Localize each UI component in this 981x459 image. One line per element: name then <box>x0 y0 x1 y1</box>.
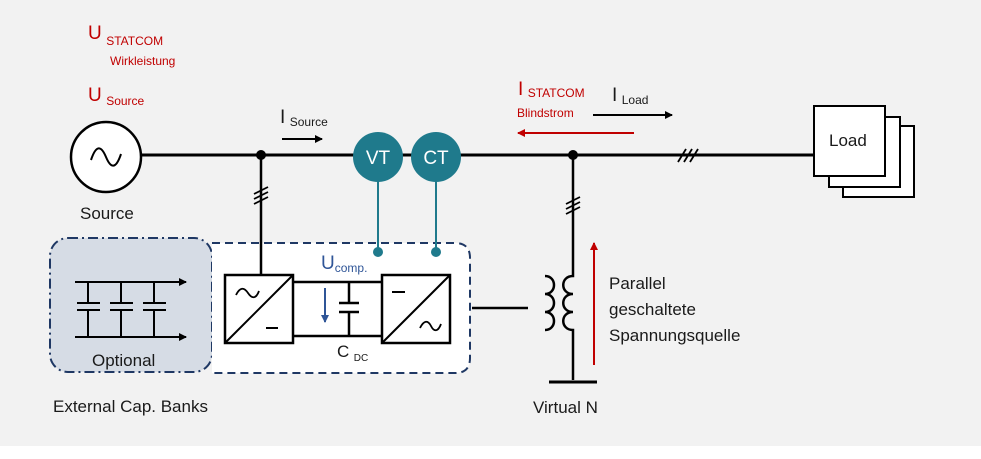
u-comp-label: Ucomp. <box>321 253 368 275</box>
u-comp-subscript: comp. <box>334 261 368 275</box>
load-label[interactable]: Load <box>829 131 867 150</box>
circuit-diagram: VT CT <box>49 105 915 384</box>
u-source-label: U Source <box>88 85 145 108</box>
parallel-label-line-2: geschaltete <box>609 300 696 319</box>
ac-source-symbol <box>69 120 143 194</box>
three-phase-marker <box>565 196 581 215</box>
vt-node[interactable]: VT <box>353 132 403 182</box>
three-phase-marker <box>253 186 269 205</box>
parallel-label-line-3: Spannungsquelle <box>609 326 741 345</box>
source-label: Source <box>80 204 134 223</box>
i-symbol: I <box>612 85 618 106</box>
u-statcom-label: U STATCOM <box>88 23 163 47</box>
i-statcom-label: I STATCOM <box>518 80 585 99</box>
dc-capacitor-symbol <box>339 282 359 336</box>
wirkleistung-label: Wirkleistung <box>110 54 176 68</box>
parallel-label-line-1: Parallel <box>609 274 666 293</box>
external-cap-banks-label: External Cap. Banks <box>53 397 208 416</box>
u-statcom-subscript: STATCOM <box>106 34 164 48</box>
vt-label: VT <box>366 148 391 169</box>
load-stack[interactable] <box>813 105 915 198</box>
i-statcom-subscript: STATCOM <box>527 86 585 100</box>
u-symbol: U <box>88 23 102 44</box>
i-symbol: I <box>280 107 286 128</box>
dc-ac-converter <box>380 273 452 345</box>
c-dc-subscript: DC <box>353 353 369 364</box>
virtual-n-label: Virtual N <box>533 398 598 417</box>
i-load-subscript: Load <box>621 93 649 107</box>
u-source-subscript: Source <box>106 94 145 108</box>
i-symbol: I <box>518 79 524 100</box>
vt-connection-dot <box>373 247 383 257</box>
i-source-subscript: Source <box>289 115 328 129</box>
u-symbol: U <box>321 253 335 274</box>
ac-dc-converter <box>223 273 295 345</box>
capacitor-bank-symbol <box>75 278 187 341</box>
u-symbol: U <box>88 85 102 106</box>
diagram-canvas: VT CT U STATCOM Wirkleistung U Source I … <box>0 0 981 446</box>
i-load-label: I Load <box>612 85 649 107</box>
ct-connection-dot <box>431 247 441 257</box>
optional-label: Optional <box>92 351 156 370</box>
blindstrom-label: Blindstrom <box>517 106 574 120</box>
i-source-label: I Source <box>280 107 328 129</box>
three-phase-marker <box>677 148 699 163</box>
transformer-symbol <box>544 274 575 380</box>
c-symbol: C <box>337 342 350 361</box>
c-dc-label: C DC <box>337 342 369 364</box>
ct-node[interactable]: CT <box>411 132 461 182</box>
ct-label: CT <box>423 148 449 169</box>
